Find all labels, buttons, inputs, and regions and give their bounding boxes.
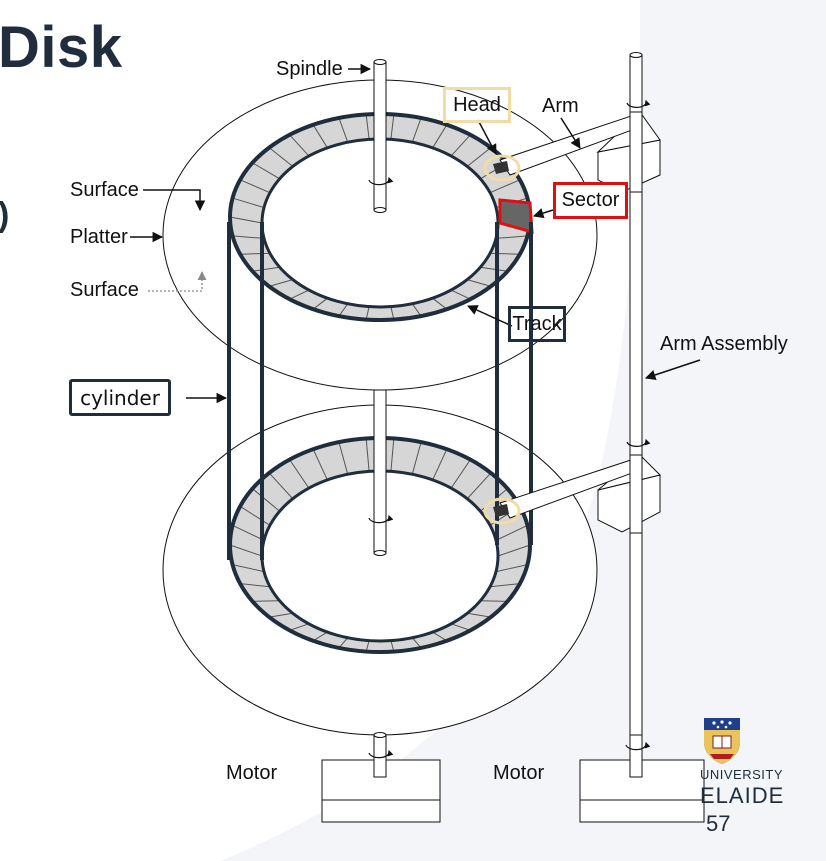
page-number: 57 xyxy=(706,811,730,837)
head-label: Head xyxy=(443,87,511,123)
left-motor xyxy=(322,733,440,823)
right-motor xyxy=(580,735,704,822)
university-shield-icon xyxy=(700,716,744,766)
track-label: Track xyxy=(508,306,566,342)
arm-assembly-label: Arm Assembly xyxy=(660,334,788,354)
slide-title: Disk xyxy=(0,14,123,81)
cylinder-label: cylinder xyxy=(69,379,171,416)
motor-left-label: Motor xyxy=(226,763,277,783)
motor-right-label: Motor xyxy=(493,763,544,783)
university-name-line1: UNIVERSITY xyxy=(700,768,783,781)
sector-divider xyxy=(480,601,507,602)
sector-label: Sector xyxy=(553,182,628,219)
spindle-label: Spindle xyxy=(276,59,343,79)
surface-top-label: Surface xyxy=(70,180,139,200)
cut-off-text: ) xyxy=(0,196,9,235)
university-name-line2: ELAIDE xyxy=(700,785,784,807)
arm-label: Arm xyxy=(542,96,579,116)
sector-divider xyxy=(252,601,279,602)
surface-bottom-label: Surface xyxy=(70,280,139,300)
platter-label: Platter xyxy=(70,227,128,247)
